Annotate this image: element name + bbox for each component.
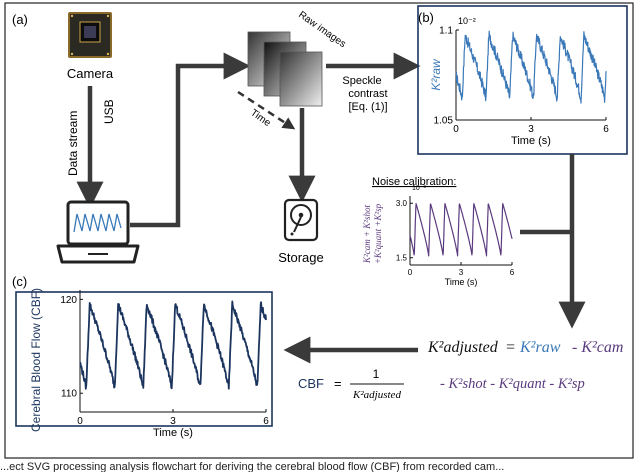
noise-title: Noise calibration: (372, 176, 456, 188)
panel-label-b: (b) (418, 10, 434, 25)
cbf-chart-xtick-label: 6 (263, 416, 269, 427)
speckle-line-3: [Eq. (1)] (348, 101, 387, 113)
noise-ylabel-2: +K²quant +K²sp (373, 203, 383, 264)
laptop-icon (56, 200, 140, 264)
cbf-numerator: 1 (373, 367, 380, 381)
cbf-formula: CBF = 1 K²adjusted (298, 367, 404, 401)
speckle-line-1: Speckle (342, 75, 381, 87)
raw-chart-ytick-label: 1.05 (434, 116, 454, 127)
eq-lhs: K²adjusted (427, 339, 499, 356)
panel-label-a: (a) (12, 12, 28, 27)
panel-label-c: (c) (12, 274, 27, 289)
raw-chart-ytick-label: 1.1 (439, 26, 453, 37)
noise-chart-xtick-label: 6 (510, 268, 515, 277)
raw-chart-series-line (455, 30, 607, 104)
speckle-line-2: contrast (348, 88, 387, 100)
raw-chart-frame (417, 5, 628, 155)
raw-chart-exponent: 10⁻² (458, 16, 476, 26)
camera-label: Camera (67, 66, 114, 81)
laptop-to-images-arrow (130, 52, 251, 228)
noise-chart-xlabel: Time (s) (445, 277, 478, 287)
cbf-chart-xtick-label: 3 (170, 416, 176, 427)
time-dashed-arrow (237, 90, 296, 130)
cbf-chart-xlabel: Time (s) (153, 427, 193, 439)
camera-icon (68, 12, 112, 58)
cbf-chart-xtick-label: 0 (77, 416, 83, 427)
noise-chart-xtick-label: 3 (459, 268, 464, 277)
eq-equals: = (505, 339, 516, 356)
raw-chart-xlabel: Time (s) (511, 135, 551, 147)
noise-chart-xtick-label: 0 (408, 268, 413, 277)
data-stream-label: Data stream (66, 111, 80, 176)
noise-ylabel-1: K²cam + K²shot (362, 205, 372, 264)
figure-frame (4, 2, 634, 459)
raw-chart-ylabel: K²raw (429, 58, 443, 91)
cbf-chart-series-line (79, 300, 267, 390)
time-label: Time (248, 107, 273, 129)
raw-chart-xtick-label: 6 (603, 124, 609, 135)
figure-caption: ...ect SVG processing analysis flowchart… (0, 461, 504, 472)
cbf-chart-ytick-label: 120 (60, 295, 77, 306)
noise-chart-ytick-label: 1.5 (396, 254, 408, 263)
cbf-equals: = (334, 376, 342, 391)
laptop-waveform (73, 213, 122, 233)
noise-chart-exponent: 10⁻³ (412, 185, 426, 192)
cbf-denominator: K²adjusted (352, 389, 401, 401)
cbf-lhs: CBF (298, 376, 324, 391)
eq-rest: - K²shot - K²quant - K²sp (440, 376, 585, 392)
raw-chart-xtick-label: 3 (528, 124, 534, 135)
storage-label: Storage (278, 250, 324, 265)
cbf-chart-ytick-label: 110 (61, 389, 77, 400)
noise-chart-ytick-label: 3.0 (396, 199, 408, 208)
adjusted-equation: K²adjusted = K²raw - K²cam - K²shot - K²… (427, 339, 623, 392)
usb-label: USB (102, 99, 116, 124)
cbf-chart-ylabel: Cerebral Blood Flow (CBF) (29, 288, 43, 432)
raw-image-stack (247, 31, 323, 107)
raw-chart-xtick-label: 0 (453, 124, 459, 135)
eq-raw: K²raw (519, 339, 561, 356)
noise-chart-series-line (409, 203, 513, 257)
hard-drive-icon (283, 198, 319, 242)
eq-cam: - K²cam (572, 339, 623, 356)
